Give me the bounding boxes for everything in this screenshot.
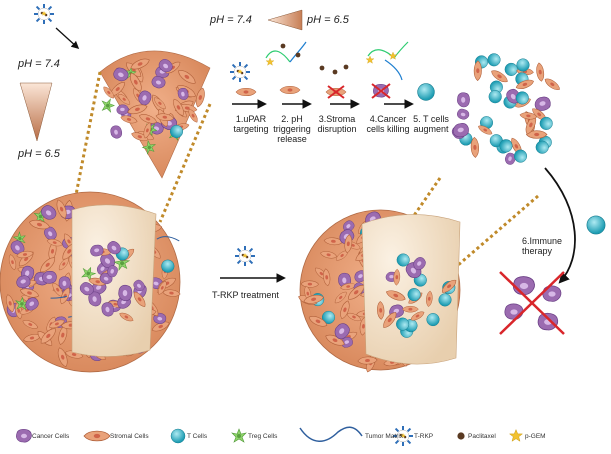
ph-gradient-cone-horizontal <box>267 9 303 31</box>
t-cell-icon <box>486 52 502 68</box>
legend-label-stromal-cells: Stromal Cells <box>110 433 149 440</box>
step-1-icon <box>229 61 257 97</box>
stromal-cell-icon <box>473 60 483 82</box>
ph-top-left-label: pH = 7.4 <box>210 14 252 26</box>
tumor-cutaway-left <box>71 204 157 357</box>
ph-side-bottom-label: pH = 6.5 <box>18 148 60 160</box>
legend-label-cancer-cells: Cancer Cells <box>32 433 70 440</box>
legend-label-t-rkp: T-RKP <box>414 433 434 440</box>
tumor-matrix-fiber <box>50 295 68 299</box>
cancer-cell-icon <box>116 104 129 116</box>
step-4-icon <box>365 41 409 99</box>
zoom-guide-left-2 <box>352 177 442 303</box>
cancer-cell-icon <box>456 92 471 108</box>
step-5-icon <box>417 83 435 101</box>
stromal-cell-icon <box>542 76 562 93</box>
legend-paclitaxel-icon <box>457 432 465 440</box>
legend-stromal-cell-icon <box>83 430 111 442</box>
step-4-label: 4.Cancer cells killing <box>366 114 410 134</box>
legend-label-p-gem: p-GEM <box>525 433 546 440</box>
step-5-label: 5. T cells augment <box>413 114 449 134</box>
treg-cell-icon <box>101 98 115 113</box>
legend <box>15 425 523 447</box>
tumor-after-treatment <box>296 208 461 374</box>
cancer-cell-icon <box>108 124 124 140</box>
ph-side-top-label: pH = 7.4 <box>18 58 60 70</box>
legend-label-t-cells: T Cells <box>187 433 208 440</box>
ph-top-right-label: pH = 6.5 <box>307 14 349 26</box>
legend-p-gem-icon <box>509 429 523 442</box>
step-3-label: 3.Stroma disruption <box>317 114 357 134</box>
legend-label-tumor-matrix: Tumor Matrix <box>365 433 404 440</box>
tumor-matrix-fiber <box>156 236 180 242</box>
incoming-t-rkp-icon <box>33 3 55 25</box>
zoomed-tumor-wedge <box>99 50 211 179</box>
killed-cancer-cells <box>499 271 565 335</box>
treatment-label: T-RKP treatment <box>212 290 279 300</box>
step-2-icon <box>265 41 307 95</box>
tumor-before-treatment <box>0 191 181 373</box>
cancer-cell-icon <box>455 107 471 122</box>
legend-label-paclitaxel: Paclitaxel <box>468 433 496 440</box>
treatment-arrow-group <box>220 245 286 283</box>
immune-therapy-arrow <box>544 167 576 284</box>
legend-t-cell-icon <box>170 428 186 444</box>
legend-label-treg-cells: Treg Cells <box>248 433 278 440</box>
step-sequence <box>229 41 435 109</box>
cancer-cell-icon <box>118 284 133 302</box>
zoom-guide-left <box>72 71 102 206</box>
step-2-label: 2. pH triggering release <box>273 114 311 144</box>
step-3-icon <box>319 64 349 99</box>
stromal-cell-icon <box>534 61 546 83</box>
zoom-guide-right-2 <box>419 194 539 300</box>
legend-cancer-cell-icon <box>15 428 32 443</box>
legend-tumor-matrix-icon <box>299 426 363 442</box>
legend-treg-cell-icon <box>231 428 247 443</box>
ph-gradient-cone-vertical <box>19 82 53 142</box>
free-t-cell-icon <box>586 215 606 235</box>
t-cell-cluster <box>449 52 562 167</box>
stromal-cell-icon <box>401 305 419 313</box>
incoming-arrow <box>55 27 80 50</box>
immune-therapy-label: 6.Immune therapy <box>522 236 563 256</box>
step-1-label: 1.uPAR targeting <box>233 114 269 134</box>
